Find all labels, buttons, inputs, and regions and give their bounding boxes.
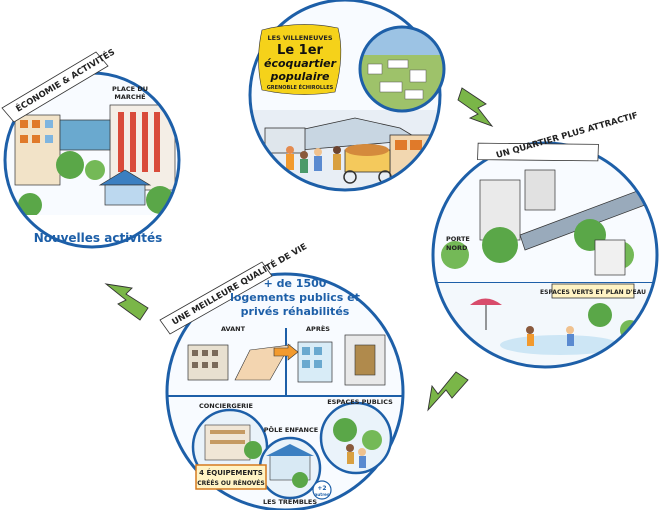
before-label: AVANT [221, 325, 246, 333]
equipements-line2: CRÉÉS OU RÉNOVÉS [197, 479, 264, 487]
headline-line2: logements publics et [230, 291, 360, 304]
pole-enfance-label: PÔLE ENFANCE [264, 425, 318, 434]
badge-line-2: Le 1er [277, 43, 323, 58]
arrow-bottom-left [104, 283, 149, 321]
headline-line1: + de 1500 [264, 277, 327, 290]
equipements-line1: 4 ÉQUIPEMENTS [199, 468, 263, 477]
place-label-line2: MARCHÉ [114, 92, 145, 101]
arrow-right-bottom [427, 371, 469, 412]
porte-nord-line1: PORTE [446, 235, 470, 243]
people-illustration [286, 146, 341, 173]
headline-line3: privés réhabilités [241, 305, 350, 318]
pole-enfance-mini-circle: PÔLE ENFANCE [258, 425, 322, 500]
equipements-sign: 4 ÉQUIPEMENTS CRÉÉS OU RÉNOVÉS [195, 464, 267, 490]
right-circle: UN QUARTIER PLUS ATTRACTIF PORTE NORD ES… [431, 111, 659, 369]
left-circle: ÉCONOMIE & ACTIVITÉS PLACE DU MARCHÉ Nou… [1, 46, 181, 249]
market-cart [343, 144, 392, 184]
badge-line-1: LES VILLENEUVES [267, 34, 332, 42]
after-label: APRÈS [306, 324, 330, 333]
plus-two-line2: autres [315, 492, 330, 497]
badge-line-5: GRENOBLE ÉCHIROLLES [267, 83, 334, 91]
place-label-line1: PLACE DU [112, 85, 148, 93]
arrow-top-right [457, 87, 494, 127]
green-spaces-label: ESPACES VERTS ET PLAN D'EAU [540, 289, 646, 296]
espaces-publics-mini-circle: ESPACES PUBLICS [319, 398, 393, 475]
conciergerie-label: CONCIERGERIE [199, 402, 253, 410]
porte-nord-line2: NORD [446, 244, 468, 252]
green-spaces-sign: ESPACES VERTS ET PLAN D'EAU [540, 283, 646, 299]
aerial-view-mini-circle [358, 25, 446, 113]
trembles-label: LES TREMBLES [263, 498, 317, 506]
top-circle: LES VILLENEUVES Le 1er écoquartier popul… [248, 0, 446, 192]
new-activities-caption: Nouvelles activités [34, 231, 163, 245]
plus-two-badge: +2 autres [312, 480, 332, 500]
plus-two-line1: +2 [317, 485, 326, 492]
espaces-publics-label: ESPACES PUBLICS [327, 398, 393, 406]
badge-line-4: populaire [270, 70, 331, 83]
ecoquartier-badge: LES VILLENEUVES Le 1er écoquartier popul… [258, 24, 342, 95]
bottom-circle: UNE MEILLEURE QUALITÉ DE VIE + de 1500 l… [159, 240, 405, 510]
badge-line-3: écoquartier [264, 57, 337, 70]
